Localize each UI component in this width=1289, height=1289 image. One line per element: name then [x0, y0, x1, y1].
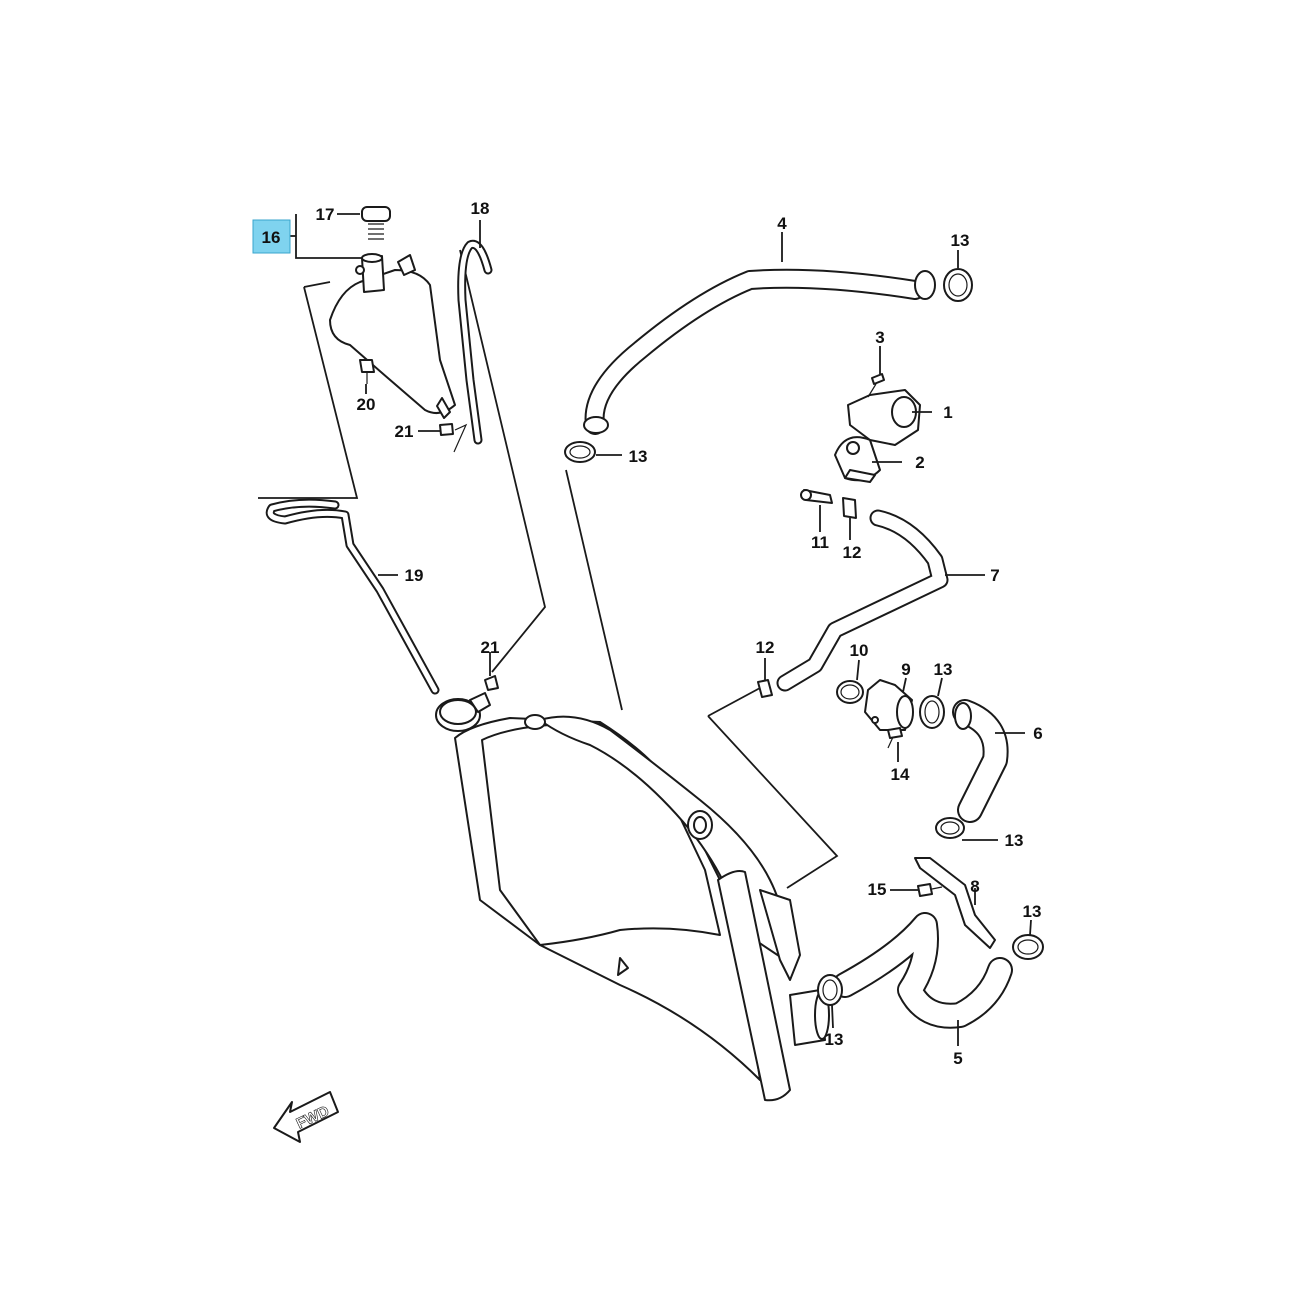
radiator-cap	[435, 692, 491, 732]
callout-15[interactable]: 15	[868, 880, 887, 899]
radiator	[454, 714, 830, 1102]
bracket-8	[914, 857, 996, 949]
callout-13-e[interactable]: 13	[1023, 902, 1042, 921]
callout-8[interactable]: 8	[970, 877, 979, 896]
callout-13-d[interactable]: 13	[1005, 831, 1024, 850]
callout-18[interactable]: 18	[471, 199, 490, 218]
callout-17[interactable]: 17	[316, 205, 335, 224]
callout-13-c[interactable]: 13	[934, 660, 953, 679]
callout-21-a[interactable]: 21	[395, 422, 414, 441]
bolts	[359, 359, 943, 897]
callout-2[interactable]: 2	[915, 453, 924, 472]
callout-20[interactable]: 20	[357, 395, 376, 414]
callout-1[interactable]: 1	[943, 403, 952, 422]
hose-clamps	[564, 268, 1044, 1006]
callout-9[interactable]: 9	[901, 660, 910, 679]
hose-6	[952, 699, 1009, 823]
small-fittings	[757, 489, 857, 698]
callout-5[interactable]: 5	[953, 1049, 962, 1068]
callout-19[interactable]: 19	[405, 566, 424, 585]
callout-12-a[interactable]: 12	[843, 543, 862, 562]
water-outlet-fitting	[836, 679, 914, 749]
callout-3[interactable]: 3	[875, 328, 884, 347]
callout-16[interactable]: 16	[262, 228, 281, 247]
tank-cap	[361, 206, 391, 240]
callout-21-b[interactable]: 21	[481, 638, 500, 657]
hose-4	[583, 268, 936, 435]
callout-10[interactable]: 10	[850, 641, 869, 660]
thermostat-assembly	[834, 373, 921, 483]
callout-4[interactable]: 4	[777, 214, 787, 233]
callouts: 16 17 18 4 13 3 1 2 13 20 21 11 12 7 19 …	[262, 199, 1043, 1068]
hose-5	[832, 912, 1013, 1029]
indication-lines	[258, 249, 839, 889]
hose-19	[265, 498, 440, 695]
hose-7	[776, 509, 949, 692]
callout-13-f[interactable]: 13	[825, 1030, 844, 1049]
leader-lines	[290, 213, 1032, 1046]
reservoir-tank	[329, 253, 456, 419]
callout-14[interactable]: 14	[891, 765, 910, 784]
callout-13-a[interactable]: 13	[951, 231, 970, 250]
callout-12-b[interactable]: 12	[756, 638, 775, 657]
fwd-arrow: FWD	[273, 1091, 339, 1143]
callout-13-b[interactable]: 13	[629, 447, 648, 466]
highlight-box-16	[252, 219, 291, 254]
callout-11[interactable]: 11	[811, 533, 829, 552]
hose-18	[453, 239, 493, 453]
callout-7[interactable]: 7	[990, 566, 999, 585]
callout-6[interactable]: 6	[1033, 724, 1042, 743]
